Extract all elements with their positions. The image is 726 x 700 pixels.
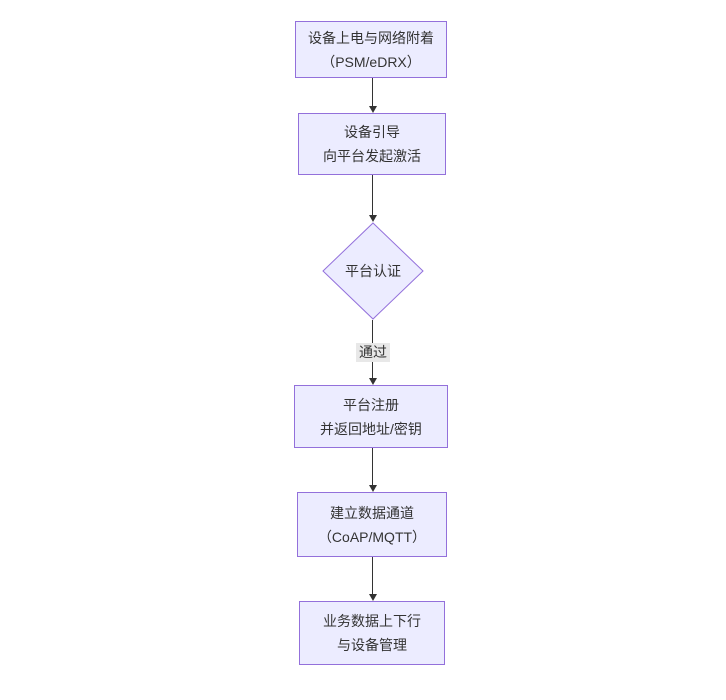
arrowhead-icon (368, 594, 377, 601)
arrow-channel-to-business (368, 557, 377, 601)
edge-label-pass: 通过 (356, 343, 390, 362)
arrow-line (372, 448, 373, 487)
node-power-attach: 设备上电与网络附着 （PSM/eDRX） (295, 21, 447, 78)
node-label-line: 建立数据通道 (330, 504, 414, 521)
arrowhead-icon (368, 215, 377, 222)
node-label-line: 向平台发起激活 (323, 148, 421, 164)
node-label-line: 设备上电与网络附着 (308, 29, 434, 46)
node-platform-register: 平台注册 并返回地址/密钥 (294, 385, 448, 448)
node-label-line: 业务数据上下行 (323, 613, 421, 629)
node-label-line: （CoAP/MQTT） (317, 528, 427, 545)
arrowhead-icon (368, 378, 377, 385)
arrow-register-to-channel (368, 448, 377, 492)
node-bootstrap-activate: 设备引导 向平台发起激活 (298, 113, 446, 175)
diamond-shape-icon (322, 222, 424, 320)
arrow-line (372, 557, 373, 596)
node-label-line: 并返回地址/密钥 (320, 420, 422, 437)
node-label-line: 平台认证 (345, 263, 401, 279)
node-business-mgmt: 业务数据上下行 与设备管理 (299, 601, 445, 665)
node-label-line: （PSM/eDRX） (321, 53, 421, 70)
arrow-line (372, 175, 373, 217)
node-label-line: 与设备管理 (337, 637, 407, 653)
node-label-line: 平台注册 (343, 396, 399, 413)
arrow-power-to-bootstrap (368, 78, 377, 113)
arrowhead-icon (368, 106, 377, 113)
node-data-channel: 建立数据通道 （CoAP/MQTT） (297, 492, 447, 557)
node-label-line: 设备引导 (344, 124, 400, 140)
arrowhead-icon (368, 485, 377, 492)
arrow-bootstrap-to-auth (368, 175, 377, 222)
arrow-line (372, 78, 373, 108)
node-platform-auth: 平台认证 (322, 222, 424, 320)
